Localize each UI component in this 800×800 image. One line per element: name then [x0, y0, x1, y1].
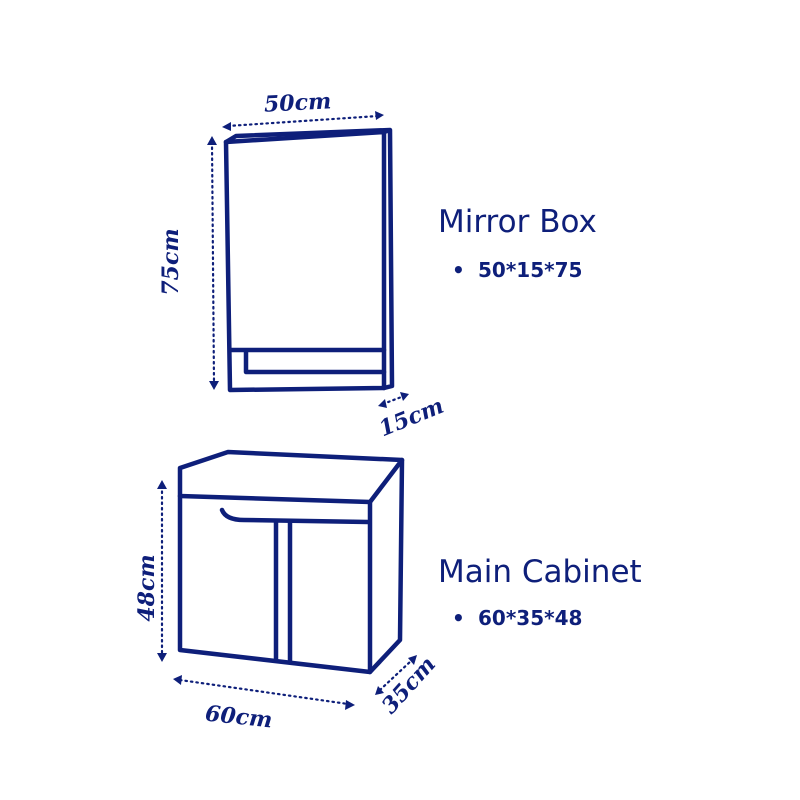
mirror-box-spec: 50*15*75: [478, 258, 583, 282]
mirror-width-line: [226, 114, 380, 128]
mirror-box-drawing: [223, 127, 395, 393]
cabinet-dimension-lines: [160, 484, 414, 706]
arrowhead: [345, 700, 355, 710]
mirror-depth-line: [381, 394, 406, 406]
arrowhead: [222, 122, 231, 131]
main-cabinet-spec-item: • 60*35*48: [452, 606, 582, 630]
mirror-box-arrowheads: [207, 111, 409, 408]
main-cabinet-drawing: [177, 449, 405, 675]
mirror-box-bottom-shelf: [227, 347, 387, 375]
arrowhead: [375, 686, 384, 695]
arrowhead: [400, 392, 409, 401]
main-cabinet-spec: 60*35*48: [478, 606, 583, 630]
arrowhead: [375, 111, 384, 120]
cabinet-door-split: [273, 519, 293, 665]
mirror-height-label: 75cm: [158, 228, 184, 295]
mirror-box-side-panel: [223, 127, 395, 391]
arrowhead: [157, 653, 167, 662]
arrowhead: [157, 480, 167, 489]
arrowhead: [378, 399, 387, 408]
cabinet-top-surface: [177, 449, 405, 505]
cabinet-arrowheads: [157, 480, 417, 710]
mirror-height-line: [210, 140, 216, 386]
arrowhead: [173, 675, 182, 685]
mirror-box-dimension-lines: [210, 114, 406, 406]
arrowhead: [408, 655, 417, 665]
mirror-width-label: 50cm: [263, 88, 332, 117]
mirror-box-title: Mirror Box: [438, 204, 597, 240]
cabinet-handle-recess: [219, 507, 371, 525]
cabinet-depth-line: [378, 658, 414, 692]
main-cabinet-title: Main Cabinet: [438, 554, 642, 590]
cabinet-width-label: 60cm: [204, 701, 274, 734]
arrowhead: [209, 381, 219, 390]
cabinet-side-panel: [367, 457, 405, 675]
mirror-depth-label: 15cm: [375, 393, 447, 442]
bullet-icon: •: [452, 258, 465, 282]
bullet-icon: •: [452, 606, 465, 630]
mirror-box-spec-item: • 50*15*75: [452, 258, 582, 282]
arrowhead: [207, 136, 217, 145]
cabinet-width-line: [178, 678, 350, 706]
cabinet-height-label: 48cm: [134, 554, 160, 621]
